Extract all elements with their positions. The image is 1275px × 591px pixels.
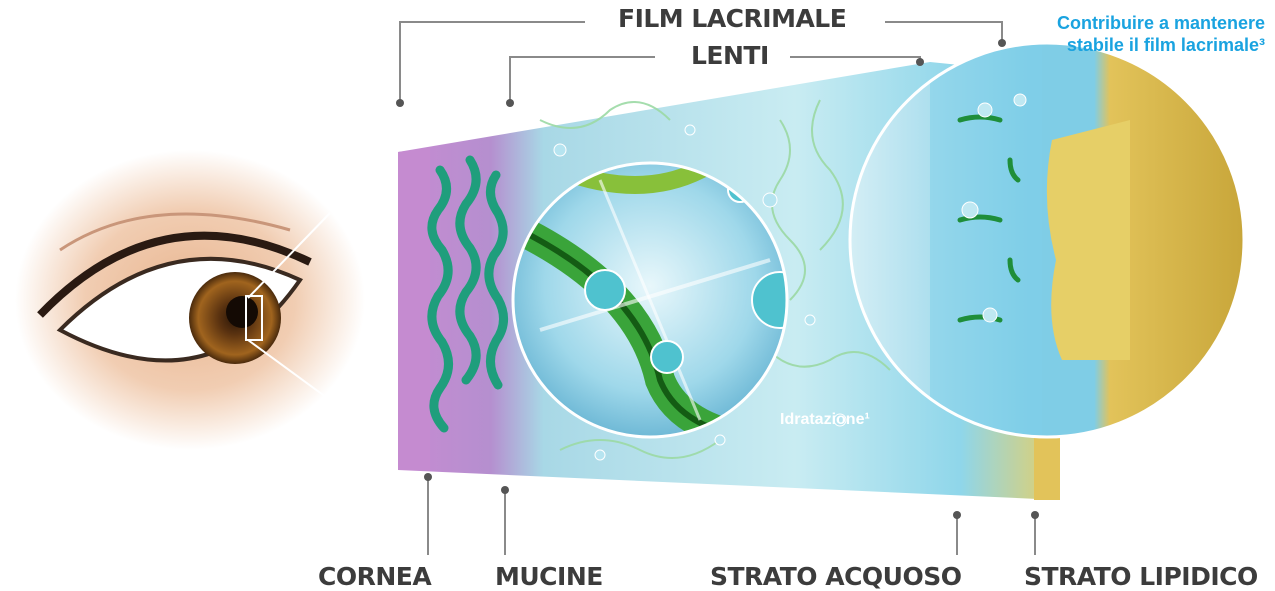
callout-line-2: stabile il film lacrimale³ <box>995 34 1265 56</box>
lenti-label: LENTI <box>691 41 769 70</box>
hydration-annotation: Idratazione¹ <box>780 411 870 429</box>
cornea-layer <box>398 148 430 470</box>
strato-acquoso-label: STRATO ACQUOSO <box>710 562 961 591</box>
strato-lipidico-label: STRATO LIPIDICO <box>1024 562 1258 591</box>
tear-film-stability-callout: Contribuire a mantenere stabile il film … <box>995 12 1265 56</box>
film-lacrimale-label: FILM LACRIMALE <box>618 4 846 33</box>
cornea-label: CORNEA <box>318 562 431 591</box>
callout-line-1: Contribuire a mantenere <box>995 12 1265 34</box>
tear-film-magnifier <box>850 40 1244 440</box>
mucine-label: MUCINE <box>495 562 603 591</box>
eye-image <box>15 150 365 450</box>
